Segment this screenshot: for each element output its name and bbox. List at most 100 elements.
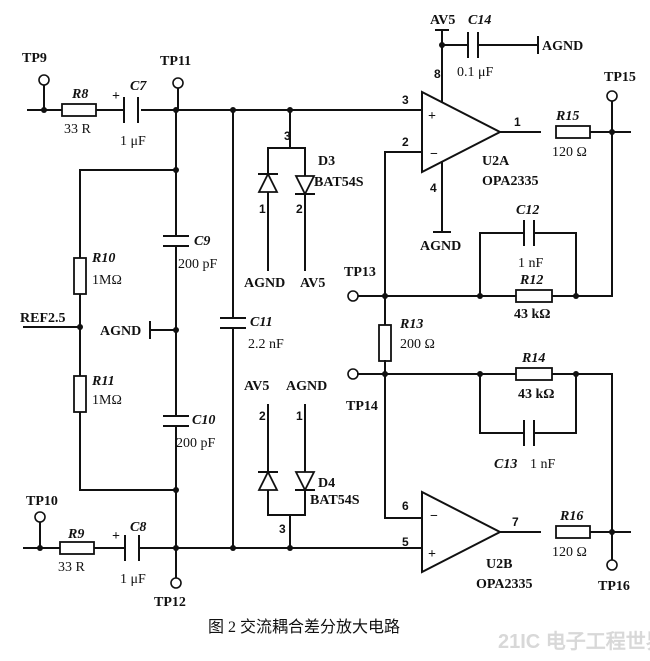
junction-tp12 [173,545,179,551]
tp11-terminal [172,77,184,89]
u2a-pin3: 3 [402,93,409,107]
d3-name: D3 [318,154,335,169]
c13-value: 1 nF [530,457,556,472]
d4-av5-label: AV5 [244,379,269,394]
r10-name: R10 [91,251,115,266]
tp9-terminal [38,74,50,86]
c14-value: 0.1 μF [457,65,494,80]
u2b-wiring [384,517,631,561]
u2a-feedback-wiring [357,220,613,297]
r12-resistor [515,289,553,303]
u2a-agnd-label: AGND [420,239,461,254]
d3-pin2: 2 [296,202,303,216]
c9-name: C9 [194,234,210,249]
u2b-pin5: 5 [402,535,409,549]
top-input-wiring [27,84,409,549]
u2a-pin8: 8 [434,67,441,81]
r14-value: 43 kΩ [518,387,555,402]
tp15-terminal [606,90,618,102]
junction-tp11 [173,107,179,113]
d3-pin3: 3 [284,129,291,143]
r9-name: R9 [67,527,84,542]
d4-diode-pair [257,404,316,549]
tp10-terminal [34,511,46,523]
c12-name: C12 [516,203,539,218]
c12-value: 1 nF [518,256,544,271]
r16-resistor [555,525,591,539]
r13-value: 200 Ω [400,337,435,352]
u2b-plus-sign: + [428,547,436,562]
tp13-terminal [347,290,359,302]
junction-tp16 [609,529,615,535]
tp14-terminal [347,368,359,380]
junction-r12-left [477,293,483,299]
ref-net-label: REF2.5 [20,311,66,326]
u2a-minus-sign: − [430,147,438,162]
junction-tp9 [41,107,47,113]
c11-name: C11 [250,315,273,330]
c14-capacitor [435,29,539,58]
d4-agnd-label: AGND [286,379,327,394]
c7-name: C7 [130,79,147,94]
c14-agnd-label: AGND [542,39,583,54]
d4-part: BAT54S [310,493,360,508]
c10-value: 200 pF [176,436,216,451]
c10-name: C10 [192,413,215,428]
junction-r12-right [573,293,579,299]
c7-value: 1 μF [120,134,146,149]
u2a-opamp [421,90,503,174]
junction-c14 [439,42,445,48]
u2a-av5-label: AV5 [430,13,455,28]
c7-plus: + [112,89,120,104]
u2a-pin1: 1 [514,115,521,129]
r11-name: R11 [91,374,115,389]
tp9-label: TP9 [22,51,47,66]
junction-agnd-mid [173,327,179,333]
r11-value: 1MΩ [92,393,122,408]
r13-name: R13 [399,317,423,332]
r15-value: 120 Ω [552,145,587,160]
u2b-name: U2B [486,557,512,572]
c9-capacitor [163,235,189,247]
junction-c11-bot [230,545,236,551]
r9-resistor [59,541,95,555]
c8-plus: + [112,529,120,544]
d3-av5-label: AV5 [300,276,325,291]
tp16-terminal [606,559,618,571]
r8-value: 33 R [64,122,92,137]
tp14-label: TP14 [346,399,378,414]
r9-value: 33 R [58,560,86,575]
r14-name: R14 [521,351,545,366]
junction-ref [77,324,83,330]
c8-capacitor [124,535,140,561]
c10-capacitor [163,415,189,427]
tp16-label: TP16 [598,579,630,594]
tp10-label: TP10 [26,494,58,509]
c7-capacitor [123,97,139,123]
d4-pin2: 2 [259,409,266,423]
c14-name: C14 [468,13,491,28]
junction-r14-right [573,371,579,377]
r15-name: R15 [555,109,579,124]
u2a-pin2: 2 [402,135,409,149]
u2a-name: U2A [482,154,510,169]
tp13-label: TP13 [344,265,376,280]
d4-pin3: 3 [279,522,286,536]
d4-name: D4 [318,476,335,491]
d3-agnd-label: AGND [244,276,285,291]
tp11-label: TP11 [160,54,191,69]
junction-bias-top [173,167,179,173]
r12-value: 43 kΩ [514,307,551,322]
junction-d3 [287,107,293,113]
junction-c11-top [230,107,236,113]
junction-r14-left [477,371,483,377]
tp15-label: TP15 [604,70,636,85]
junction-tp15 [609,129,615,135]
u2b-part: OPA2335 [476,577,533,592]
c8-name: C8 [130,520,146,535]
u2b-opamp [421,490,503,574]
r8-name: R8 [71,87,88,102]
tp12-label: TP12 [154,595,186,610]
